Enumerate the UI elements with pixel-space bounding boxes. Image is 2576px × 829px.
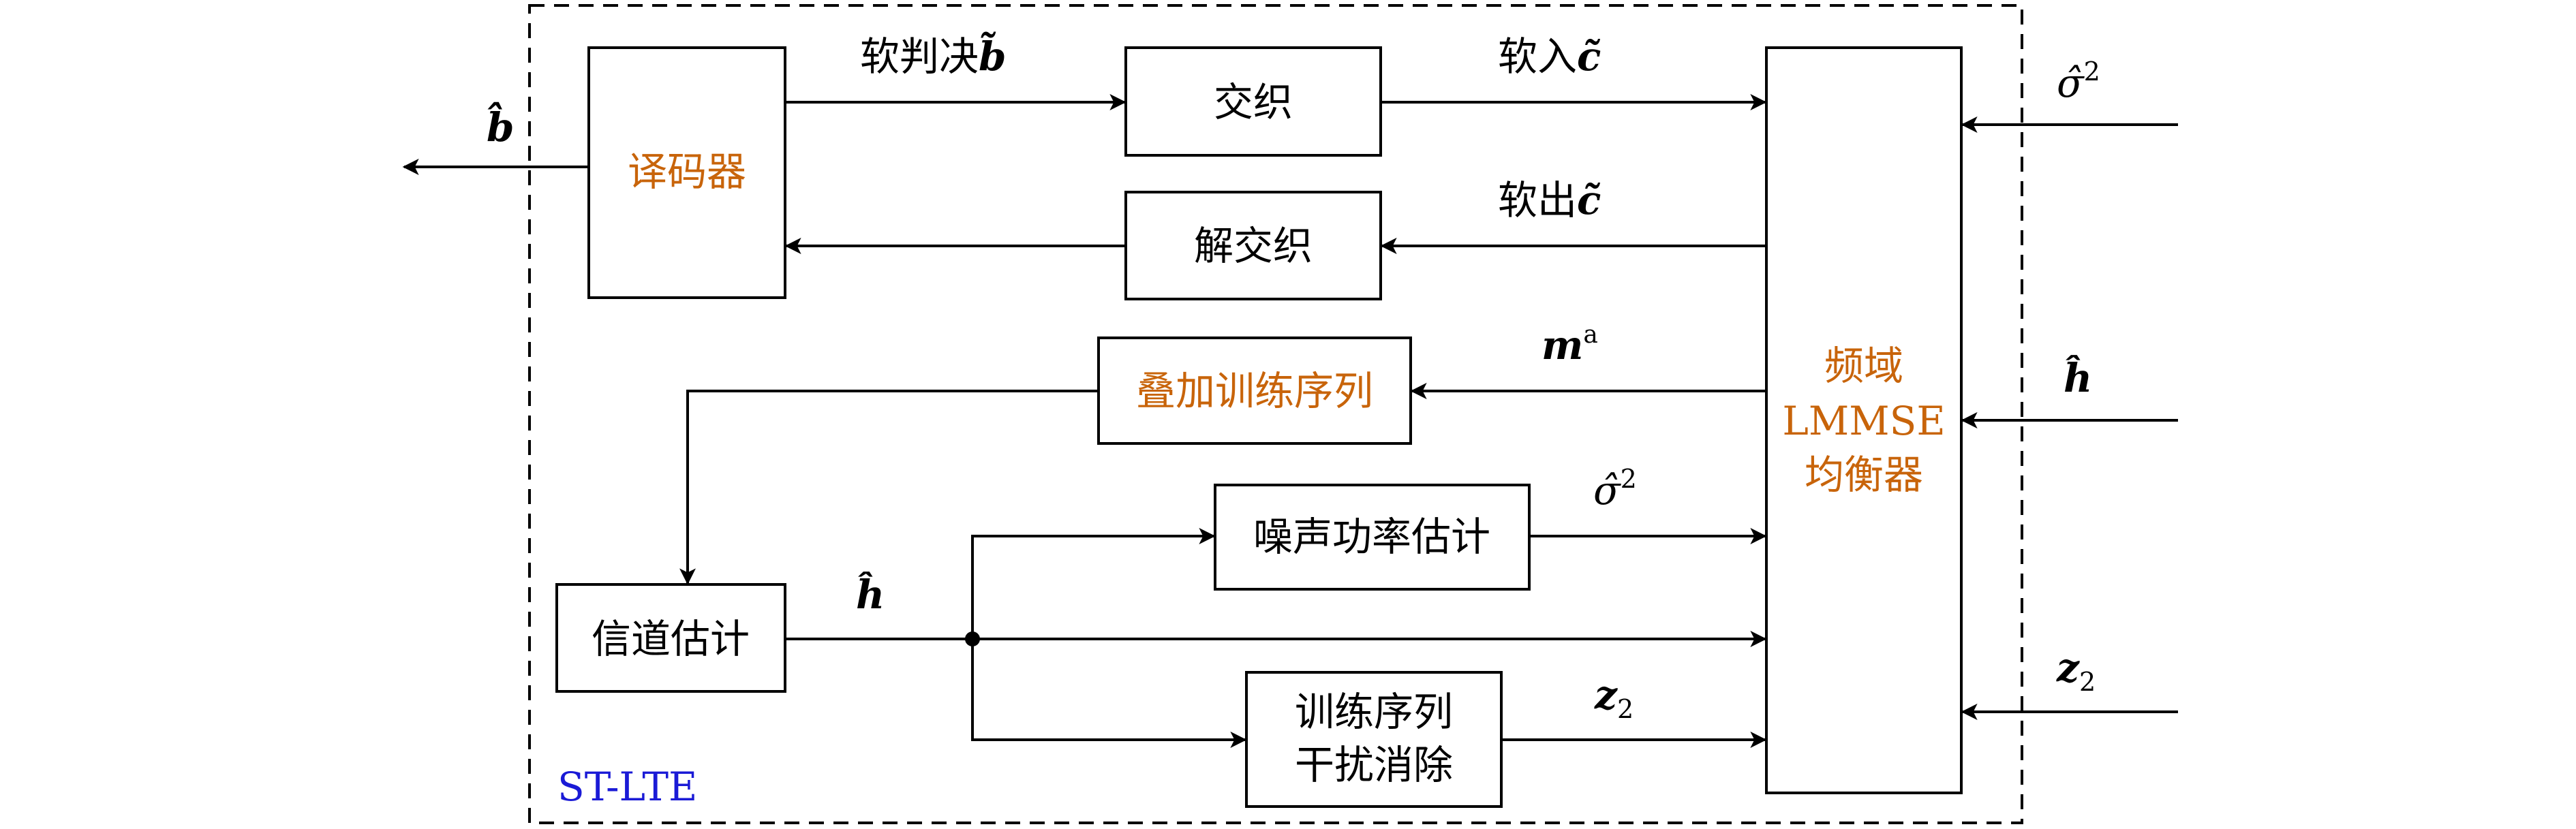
soft-in-symbol: c̃ bbox=[1577, 33, 1601, 80]
z-external-base: z bbox=[2056, 644, 2080, 691]
soft-decision-symbol: b̃ bbox=[979, 31, 1007, 80]
wire-junction-to-cancellation bbox=[971, 639, 1247, 748]
sigma-internal-superscript: 2 bbox=[1621, 464, 1637, 494]
superimposed-training-block: 叠加训练序列 bbox=[1097, 337, 1412, 445]
cancellation-label-line2: 干扰消除 bbox=[1295, 742, 1453, 788]
decoder-block: 译码器 bbox=[587, 46, 786, 299]
equalizer-label-line1: 频域 bbox=[1824, 343, 1903, 389]
sigma-external-superscript: 2 bbox=[2084, 57, 2100, 87]
connection-wires bbox=[402, 94, 2178, 748]
equalizer-label-line3: 均衡器 bbox=[1805, 452, 1923, 498]
z-label-internal: z2 bbox=[1594, 672, 1634, 724]
deinterleaver-block: 解交织 bbox=[1124, 191, 1382, 300]
soft-decision-label: 软判决b̃ bbox=[860, 31, 1007, 80]
sigma-label-internal: σ̂2 bbox=[1593, 464, 1637, 514]
wire-junction-to-noise-power bbox=[971, 528, 1216, 639]
channel-estimation-label: 信道估计 bbox=[592, 616, 750, 662]
frame-label: ST-LTE bbox=[557, 764, 697, 810]
noise-power-block: 噪声功率估计 bbox=[1214, 484, 1531, 591]
z-internal-base: z bbox=[1594, 672, 1618, 718]
sigma-label-external: σ̂2 bbox=[2057, 57, 2100, 106]
soft-out-text: 软出 bbox=[1498, 177, 1577, 223]
sigma-internal-base: σ̂ bbox=[1593, 467, 1621, 514]
equalizer-block: 频域 LMMSE 均衡器 bbox=[1765, 46, 1963, 794]
st-lte-frame bbox=[528, 4, 2023, 824]
m-a-superscript: a bbox=[1583, 321, 1597, 349]
h-hat-label: ĥ bbox=[856, 572, 885, 618]
interleaver-block: 交织 bbox=[1124, 46, 1382, 157]
m-a-label: ma bbox=[1542, 321, 1598, 369]
superimposed-training-label: 叠加训练序列 bbox=[1136, 368, 1373, 414]
cancellation-block: 训练序列 干扰消除 bbox=[1245, 671, 1503, 808]
sigma-external-base: σ̂ bbox=[2057, 60, 2085, 106]
decoder-label: 译码器 bbox=[628, 148, 746, 195]
z-external-subscript: 2 bbox=[2079, 667, 2096, 697]
b-hat-output-label: b̂ bbox=[487, 101, 515, 151]
h-hat-external-label: ĥ bbox=[2064, 355, 2092, 401]
equalizer-label-line2: LMMSE bbox=[1782, 398, 1945, 444]
wire-training-to-channel-estimation bbox=[679, 390, 1099, 585]
soft-out-label: 软出c̃ bbox=[1498, 177, 1601, 223]
channel-estimation-block: 信道估计 bbox=[555, 583, 786, 693]
noise-power-label: 噪声功率估计 bbox=[1253, 514, 1490, 560]
cancellation-label-line1: 训练序列 bbox=[1295, 689, 1453, 735]
soft-out-symbol: c̃ bbox=[1577, 177, 1601, 223]
junction-dot bbox=[965, 631, 980, 646]
soft-decision-text: 软判决 bbox=[860, 33, 979, 80]
deinterleaver-label: 解交织 bbox=[1194, 223, 1313, 269]
m-a-base: m bbox=[1542, 322, 1583, 369]
soft-in-text: 软入 bbox=[1498, 33, 1577, 80]
interleaver-label: 交织 bbox=[1214, 79, 1293, 125]
soft-in-label: 软入c̃ bbox=[1498, 33, 1601, 80]
z-internal-subscript: 2 bbox=[1617, 694, 1634, 724]
z-label-external: z2 bbox=[2056, 644, 2096, 697]
